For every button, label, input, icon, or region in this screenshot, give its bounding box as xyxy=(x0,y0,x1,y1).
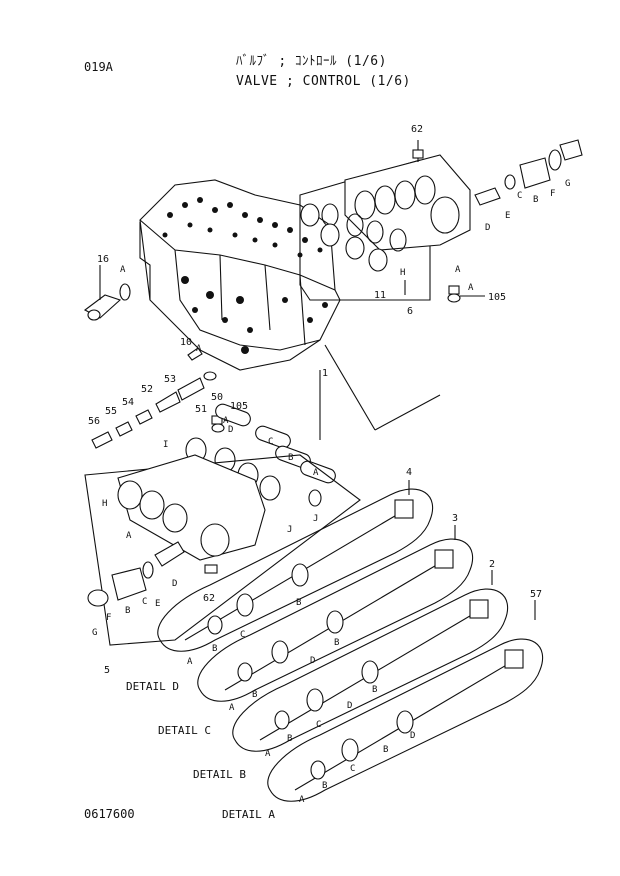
callout-50: 50 xyxy=(211,392,223,403)
letter-a-105: A xyxy=(223,416,229,426)
relief-parts-chain xyxy=(91,347,225,449)
callout-1: 1 xyxy=(322,368,328,379)
letter-b-upper: B xyxy=(533,195,538,205)
letter-d-b: D xyxy=(347,701,352,711)
letter-d-lower: D xyxy=(172,579,177,589)
letter-c-lower: C xyxy=(142,597,147,607)
letter-a-b: A xyxy=(265,749,271,759)
letter-b-d2: B xyxy=(296,598,301,608)
callout-6: 6 xyxy=(407,306,413,317)
callout-57: 57 xyxy=(530,589,542,600)
letter-e-upper: E xyxy=(505,211,510,221)
callout-4: 4 xyxy=(406,467,412,478)
upper-cover-assembly xyxy=(299,139,583,301)
letter-d-upper: D xyxy=(485,223,490,233)
spool-group-4 xyxy=(157,488,434,652)
letter-b-b: B xyxy=(287,734,292,744)
detail-c-label: DETAIL C xyxy=(158,724,211,737)
callout-16: 16 xyxy=(97,254,109,265)
spool-group-3 xyxy=(197,538,474,702)
letter-a-fitting: A xyxy=(468,283,474,293)
letter-c-a: C xyxy=(350,764,355,774)
letter-b-lower: B xyxy=(125,606,130,616)
letter-c-b: C xyxy=(316,720,321,730)
plug-105-upper xyxy=(447,285,485,303)
callout-52: 52 xyxy=(141,384,153,395)
lower-cover-assembly xyxy=(84,454,361,646)
detail-b-label: DETAIL B xyxy=(193,768,246,781)
letter-b-d: B xyxy=(212,644,217,654)
callout-56: 56 xyxy=(88,416,100,427)
plug-16 xyxy=(83,265,131,321)
letter-b-c: B xyxy=(252,690,257,700)
callout-51: 51 xyxy=(195,404,207,415)
callout-55: 55 xyxy=(105,406,117,417)
letter-c-seal: C xyxy=(268,437,273,447)
letter-c-upper: C xyxy=(517,191,522,201)
drawing-number: 0617600 xyxy=(84,807,135,821)
letter-a-plug16: A xyxy=(120,265,126,275)
callout-62-bottom: 62 xyxy=(203,593,215,604)
letter-b-seal: B xyxy=(288,453,293,463)
page-title-japanese: ﾊﾞﾙﾌﾞ ; ｺﾝﾄﾛｰﾙ (1/6) xyxy=(236,54,387,69)
letter-a-d: A xyxy=(187,657,193,667)
callout-2: 2 xyxy=(489,559,495,570)
callout-105-top: 105 xyxy=(488,292,506,303)
page-code: 019A xyxy=(84,60,113,74)
letter-b-a2: B xyxy=(383,745,388,755)
letter-a-seal: A xyxy=(313,468,319,478)
letter-g-lower: G xyxy=(92,628,97,638)
letter-e-lower: E xyxy=(155,599,160,609)
callout-62-top: 62 xyxy=(411,124,423,135)
letter-f-lower: F xyxy=(106,613,111,623)
letter-b-c2: B xyxy=(334,638,339,648)
callout-10: 10 xyxy=(180,337,192,348)
spool-group-57 xyxy=(267,638,544,802)
letter-j-2: J xyxy=(287,525,292,535)
callout-54: 54 xyxy=(122,397,134,408)
callout-105-mid: 105 xyxy=(230,401,248,412)
letter-c-d: C xyxy=(240,630,245,640)
letter-g-upper: G xyxy=(565,179,570,189)
page-title: VALVE ; CONTROL (1/6) xyxy=(236,74,411,89)
callout-3: 3 xyxy=(452,513,458,524)
letter-f-upper: F xyxy=(550,189,555,199)
letter-a-10: A xyxy=(196,344,202,354)
leader-lines xyxy=(319,280,536,620)
spool-group-2 xyxy=(232,588,509,752)
detail-a-label: DETAIL A xyxy=(222,808,275,821)
letter-h-upper: H xyxy=(400,268,405,278)
letter-j-1: J xyxy=(313,514,318,524)
letter-a-a: A xyxy=(299,795,305,805)
callout-11: 11 xyxy=(374,290,386,301)
callout-5: 5 xyxy=(104,665,110,676)
letter-b-a: B xyxy=(322,781,327,791)
letter-b-b2: B xyxy=(372,685,377,695)
detail-d-label: DETAIL D xyxy=(126,680,179,693)
letter-d-a: D xyxy=(410,731,415,741)
letter-a-lower: A xyxy=(126,531,132,541)
letter-i: I xyxy=(163,440,168,450)
callout-53: 53 xyxy=(164,374,176,385)
letter-d-seal: D xyxy=(228,425,233,435)
letter-h-lower: H xyxy=(102,499,107,509)
letter-d-c: D xyxy=(310,656,315,666)
letter-a-c: A xyxy=(229,703,235,713)
letter-a-upper: A xyxy=(455,265,461,275)
